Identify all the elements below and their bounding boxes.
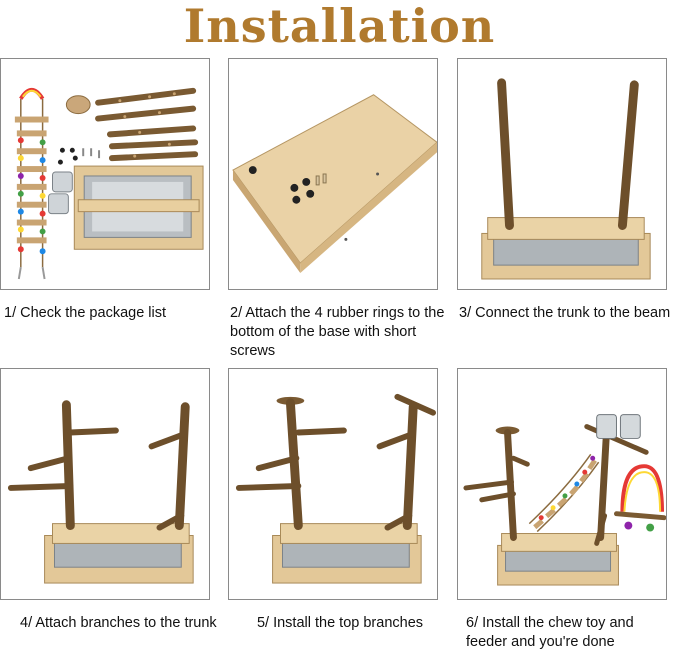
wooden-disc <box>65 95 91 115</box>
step-6-caption: 6/ Install the chew toy and feeder and y… <box>466 615 634 650</box>
step-3-image <box>457 58 667 290</box>
swing-ring-toy <box>614 464 666 532</box>
step-3-caption: 3/ Connect the trunk to the beam <box>459 305 671 321</box>
base-with-tray <box>44 523 194 584</box>
step-4-caption: 4/ Attach branches to the trunk <box>20 615 217 631</box>
ladder-toy <box>14 87 49 280</box>
top-branches-illustration <box>235 393 437 584</box>
base-with-tray <box>497 533 619 586</box>
step-2-caption: 2/ Attach the 4 rubber rings to the bott… <box>230 305 445 359</box>
page-title: Installation <box>183 0 496 53</box>
chew-toy-ladder <box>528 453 600 533</box>
step-1-caption: 1/ Check the package list <box>4 305 167 321</box>
feeder-cups <box>596 414 641 439</box>
rubber-rings <box>248 166 315 204</box>
base-with-tray <box>272 523 422 584</box>
short-screws <box>315 173 327 186</box>
step-4-image <box>0 368 210 600</box>
trunks-and-branches <box>235 393 437 531</box>
step-6-image <box>457 368 667 600</box>
step-1-image <box>0 58 210 290</box>
step-5-caption: 5/ Install the top branches <box>256 615 424 631</box>
step-2-image <box>228 58 438 290</box>
finished-play-stand-illustration <box>463 414 666 586</box>
branches-attached-illustration <box>7 400 194 584</box>
step-5-image <box>228 368 438 600</box>
screws-and-rings <box>57 147 101 165</box>
base-with-tray <box>481 217 651 280</box>
branch-sticks <box>95 87 199 162</box>
feeder-cups <box>48 171 73 215</box>
wooden-base-bottom-illustration <box>232 94 437 274</box>
trunks-and-branches <box>463 424 649 546</box>
package-contents-illustration <box>14 87 204 280</box>
base-with-tray <box>73 165 204 250</box>
trunk-on-beam-illustration <box>481 78 651 280</box>
trunks <box>497 78 639 230</box>
trunks-and-branches <box>7 400 190 531</box>
